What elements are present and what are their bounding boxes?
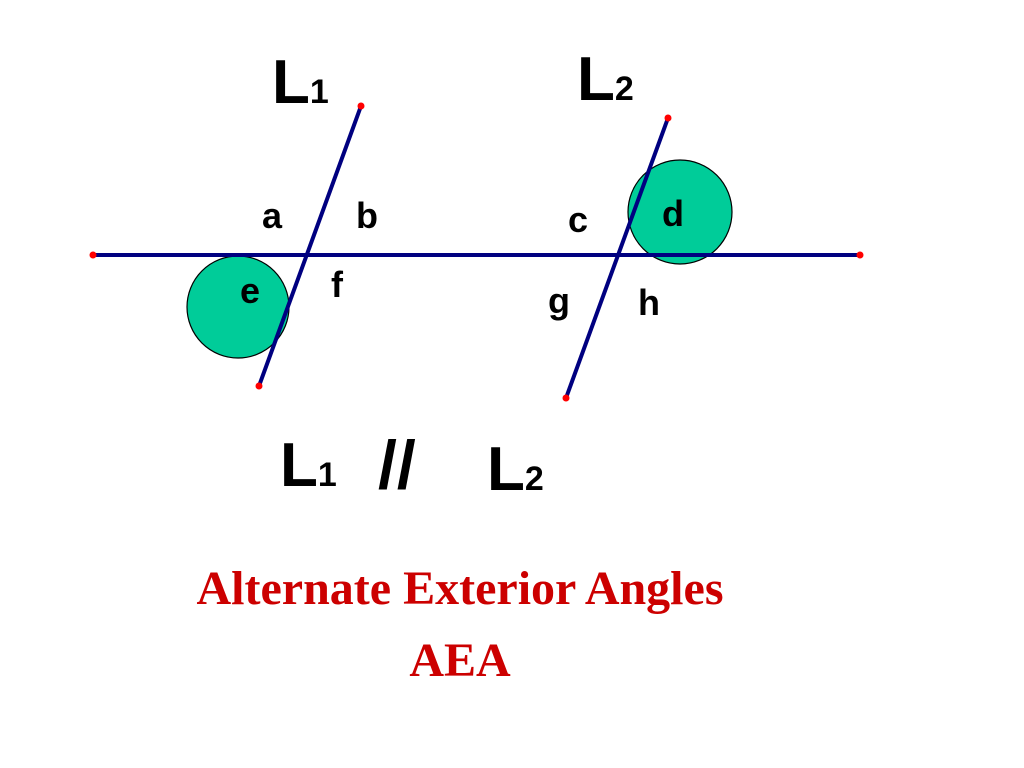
relation-left-label: L1 [280, 431, 337, 500]
angle-label-e: e [240, 270, 260, 311]
line-l2-bottom-endpoint [562, 394, 570, 402]
caption-title: Alternate Exterior Angles [197, 562, 724, 615]
parallel-symbol: // [378, 427, 416, 503]
angle-label-g: g [548, 280, 570, 321]
line-l2 [564, 117, 670, 399]
angle-label-c: c [568, 199, 588, 240]
angle-d-highlight [627, 159, 733, 265]
line-l2-top-endpoint [664, 114, 672, 122]
transversal-right-endpoint [856, 251, 864, 259]
transversal-left-endpoint [89, 251, 97, 259]
line-l1-label: L1 [272, 48, 329, 117]
line-l1-bottom-endpoint [255, 382, 263, 390]
line-l1 [257, 105, 363, 387]
angle-label-d: d [662, 193, 684, 234]
angle-label-f: f [331, 264, 344, 305]
angle-label-b: b [356, 195, 378, 236]
line-l2-label: L2 [577, 45, 634, 114]
caption-abbreviation: AEA [409, 634, 511, 687]
angle-label-h: h [638, 282, 660, 323]
angle-label-a: a [262, 195, 283, 236]
relation-right-label: L2 [487, 435, 544, 504]
line-l1-top-endpoint [357, 102, 365, 110]
